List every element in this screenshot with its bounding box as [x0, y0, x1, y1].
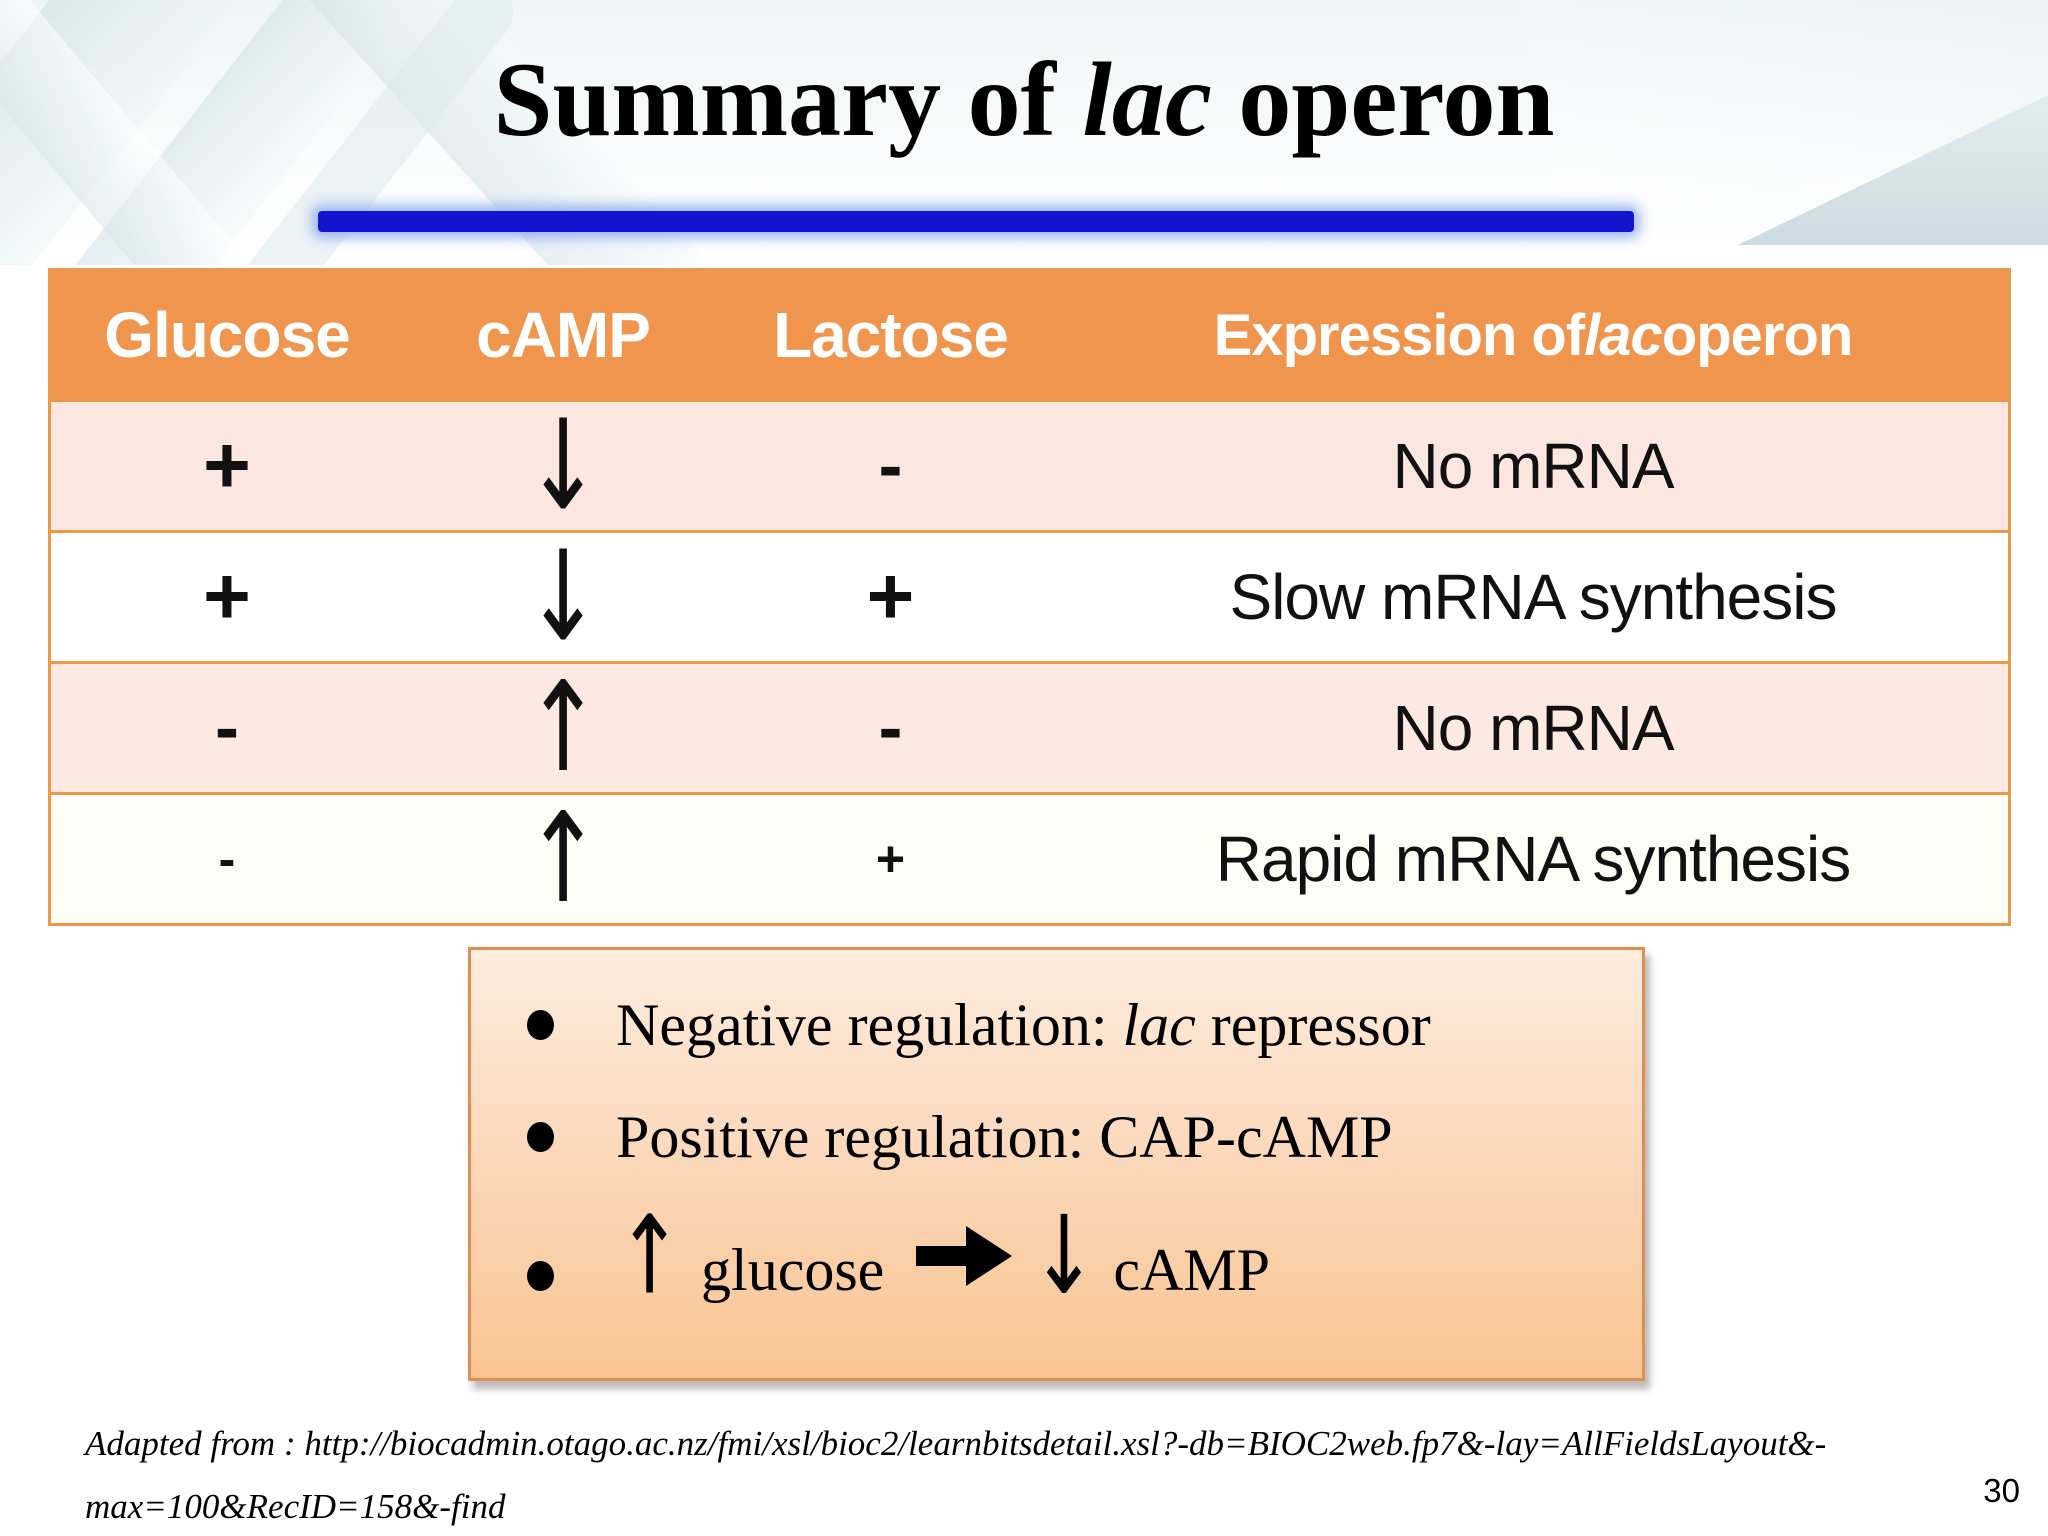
table-row: + ↓ + Slow mRNA synthesis — [51, 530, 2008, 661]
cell-camp: ↓ — [403, 533, 723, 661]
cell-expression: Rapid mRNA synthesis — [1058, 795, 2008, 923]
cell-lactose: - — [723, 402, 1058, 530]
title-underline — [318, 211, 1634, 232]
citation-line-2: max=100&RecID=158&-find — [85, 1487, 506, 1526]
note-item-positive-regulation: Positive regulation: CAP-cAMP — [517, 1104, 1602, 1170]
cell-glucose: - — [51, 664, 403, 792]
plus-symbol: + — [866, 551, 915, 642]
corner-art-top-right — [1388, 0, 2048, 270]
cell-glucose: + — [51, 533, 403, 661]
note-italic: lac — [1122, 992, 1196, 1058]
header-lactose: Lactose — [773, 299, 1009, 371]
right-arrow-icon — [916, 1220, 1013, 1297]
citation-line-1: Adapted from : http://biocadmin.otago.ac… — [85, 1424, 1827, 1463]
down-arrow-icon: ↓ — [524, 393, 602, 538]
bullet-icon — [527, 1261, 554, 1291]
up-arrow-icon: ↑ — [524, 655, 602, 800]
cell-expression: No mRNA — [1058, 402, 2008, 530]
page-title: Summary of lac operon — [0, 34, 2048, 167]
lac-operon-table: Glucose cAMP Lactose Expression of lac o… — [48, 268, 2011, 926]
title-pre: Summary of — [493, 41, 1083, 158]
header-expression-pre: Expression of — [1213, 302, 1586, 368]
summary-note-box: Negative regulation: lac repressor Posit… — [468, 947, 1645, 1381]
note-item-negative-regulation: Negative regulation: lac repressor — [517, 992, 1602, 1058]
header-expression: Expression of lac operon — [1058, 271, 2008, 399]
cell-glucose: - — [51, 795, 403, 923]
plus-symbol: + — [203, 420, 251, 511]
up-arrow-icon: ↑ — [524, 786, 602, 931]
expression-text: No mRNA — [1392, 430, 1674, 502]
minus-symbol: - — [218, 831, 236, 887]
table-row: - ↑ + Rapid mRNA synthesis — [51, 792, 2008, 923]
expression-text: No mRNA — [1392, 692, 1674, 764]
down-arrow-icon: ↓ — [1030, 1192, 1098, 1319]
header-expression-italic: lac — [1584, 302, 1663, 368]
down-arrow-icon: ↓ — [524, 524, 602, 669]
cell-expression: No mRNA — [1058, 664, 2008, 792]
minus-symbol: - — [215, 688, 239, 768]
cell-expression: Slow mRNA synthesis — [1058, 533, 2008, 661]
formula-word-glucose: glucose — [701, 1236, 885, 1303]
note-text: Positive regulation: CAP-cAMP — [616, 1104, 1393, 1170]
note-pre: Negative regulation: — [616, 992, 1123, 1058]
cell-lactose: - — [723, 664, 1058, 792]
header-glucose: Glucose — [104, 299, 351, 371]
cell-glucose: + — [51, 402, 403, 530]
table-row: - ↑ - No mRNA — [51, 661, 2008, 792]
cell-lactose: + — [723, 533, 1058, 661]
cell-lactose: + — [723, 795, 1058, 923]
bullet-icon — [527, 1122, 554, 1152]
cell-camp: ↑ — [403, 664, 723, 792]
title-italic: lac — [1082, 41, 1212, 158]
bullet-icon — [527, 1010, 554, 1040]
minus-symbol: - — [878, 426, 903, 506]
table-row: + ↓ - No mRNA — [51, 399, 2008, 530]
expression-text: Slow mRNA synthesis — [1229, 561, 1838, 633]
plus-symbol: + — [875, 831, 906, 887]
cell-camp: ↓ — [403, 402, 723, 530]
plus-symbol: + — [203, 551, 251, 642]
note-post: repressor — [1195, 992, 1431, 1058]
note-item-glucose-camp-formula: ↑ glucose ↓ cAMP — [517, 1201, 1602, 1309]
minus-symbol: - — [878, 688, 903, 768]
header-camp: cAMP — [476, 299, 651, 371]
expression-text: Rapid mRNA synthesis — [1215, 823, 1851, 895]
note-text: Negative regulation: lac repressor — [616, 992, 1431, 1058]
header-expression-post: operon — [1661, 302, 1854, 368]
up-arrow-icon: ↑ — [616, 1192, 684, 1319]
table-header-row: Glucose cAMP Lactose Expression of lac o… — [51, 271, 2008, 399]
title-post: operon — [1211, 41, 1555, 158]
note-pre: Positive regulation: CAP-cAMP — [616, 1104, 1393, 1170]
formula-word-camp: cAMP — [1113, 1236, 1271, 1303]
cell-camp: ↑ — [403, 795, 723, 923]
page-number: 30 — [1983, 1472, 2020, 1509]
